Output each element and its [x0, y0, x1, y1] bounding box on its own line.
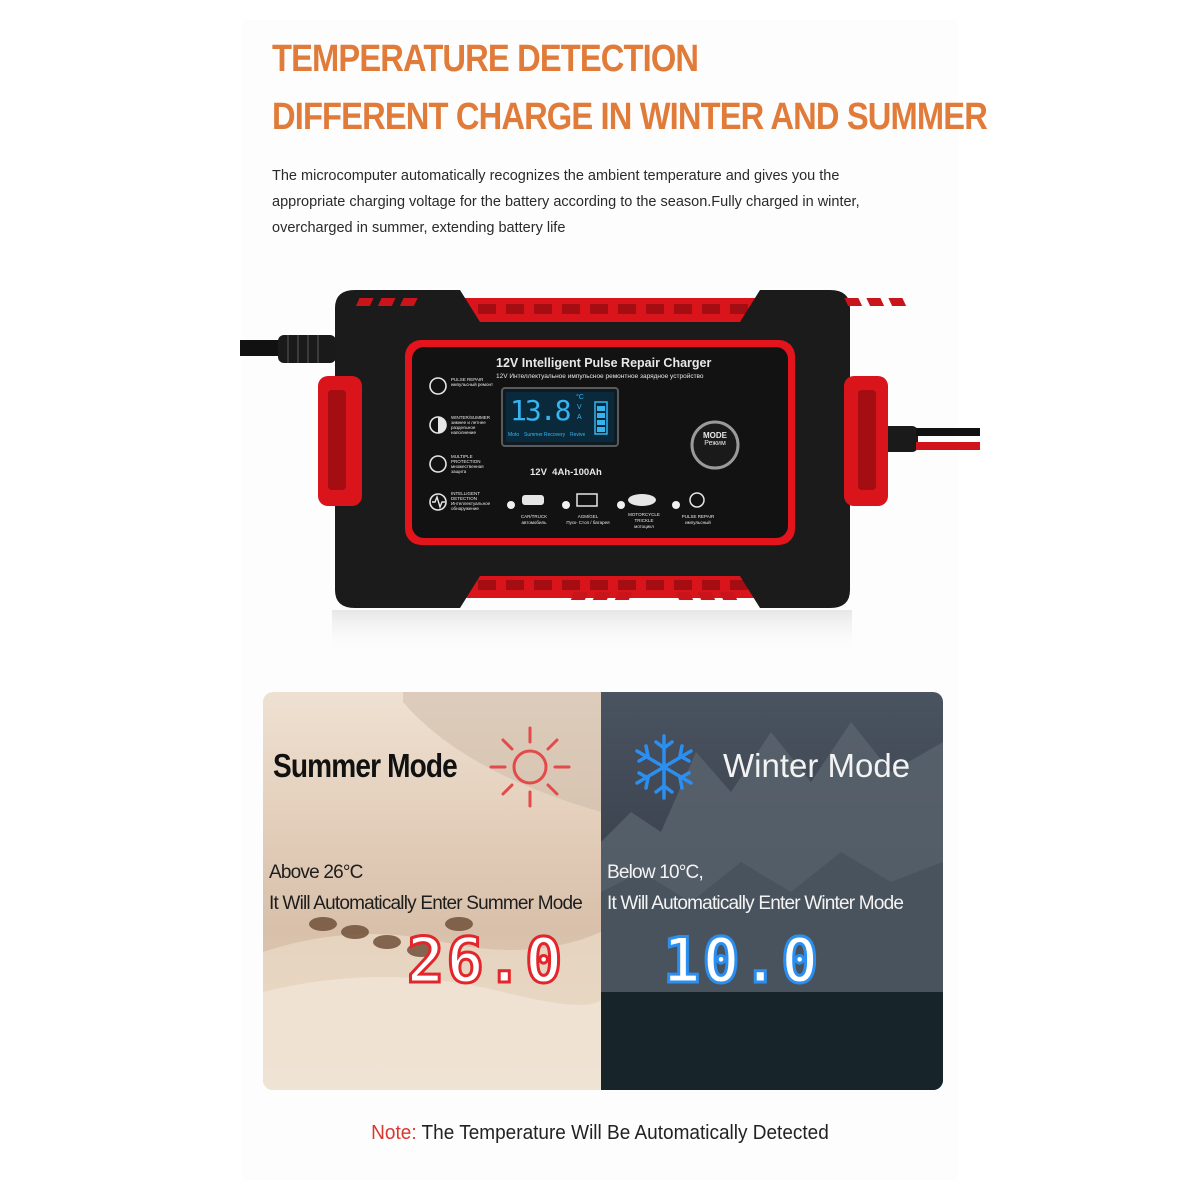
lcd-unit-celsius: °C	[576, 394, 584, 401]
pulse-icon	[429, 493, 447, 511]
feature-label-ru: зимнее и летнее раздельное наполнение	[451, 420, 486, 435]
headline-temperature-detection: TEMPERATURE DETECTION	[272, 38, 699, 80]
mode-label-ru: импульсный	[685, 520, 711, 525]
iceberg-background	[601, 722, 943, 1090]
camel-caravan	[309, 917, 473, 957]
note-message: The Temperature Will Be Automatically De…	[416, 1122, 829, 1144]
bottom-mode-motorcycle: MOTORCYCLE TRICKLE мотоцикл	[622, 512, 666, 530]
battery-icon	[576, 493, 598, 507]
lcd-mode-recovery: Recovery	[544, 432, 566, 438]
charger-product-image: 12V Intelligent Pulse Repair Charger 12V…	[240, 280, 980, 660]
winter-temperature: 10.0	[661, 923, 821, 999]
mode-label: MOTORCYCLE TRICKLE	[628, 512, 660, 523]
feature-label: MULTIPLE PROTECTION	[451, 454, 481, 464]
snowflake-icon	[635, 734, 693, 800]
season-modes-panel: Summer Mode Above 26°C It Will Automatic…	[263, 692, 943, 1090]
charger-spec: 12V 4Ah-100Ah	[530, 467, 602, 478]
shield-plus-icon	[429, 377, 447, 395]
headline-different-charge: DIFFERENT CHARGE IN WINTER AND SUMMER	[272, 96, 988, 138]
lcd-unit-amp: A	[577, 414, 582, 421]
feature-label: WINTER/SUMMER	[451, 415, 490, 420]
bottom-mode-agm-gel: AGM/GEL Пуск- Стоп / батарея	[560, 514, 616, 526]
shield-lock-icon	[429, 455, 447, 473]
mode-label-ru: мотоцикл	[634, 524, 654, 529]
description-text: The microcomputer automatically recogniz…	[272, 167, 860, 236]
mode-label: AGM/GEL	[577, 514, 599, 519]
winter-description: It Will Automatically Enter Winter Mode	[607, 893, 904, 914]
feature-intelligent-detection: INTELLIGENT DETECTION Интеллектуальное о…	[451, 491, 495, 511]
summer-temperature: 26.0	[405, 923, 565, 999]
motorcycle-icon	[628, 494, 656, 506]
lcd-display-value: 13.8	[510, 394, 571, 427]
bottom-mode-car-truck: CAR/TRUCK автомобиль	[512, 514, 556, 526]
mode-label-ru: автомобиль	[521, 520, 547, 525]
car-icon	[522, 495, 544, 505]
lcd-mode-revive: Revive	[570, 432, 586, 438]
mode-button[interactable]: MODE Режим	[693, 431, 737, 447]
summer-mode-title: Summer Mode	[273, 747, 458, 784]
charger-illustration	[240, 290, 980, 655]
winter-condition: Below 10°C,	[607, 862, 704, 883]
winter-mode-panel: Winter Mode Below 10°C, It Will Automati…	[601, 692, 943, 1090]
feature-label-ru: Интеллектуальное обнаружение	[451, 501, 491, 511]
note-label: Note:	[371, 1122, 417, 1144]
mode-button-label-ru: Режим	[704, 440, 726, 447]
feature-label: PULSE REPAIR	[451, 377, 484, 382]
left-cable	[240, 335, 336, 363]
mode-label: CAR/TRUCK	[520, 514, 548, 519]
right-cable	[876, 426, 980, 452]
mode-label-ru: Пуск- Стоп / батарея	[566, 520, 610, 525]
summer-condition: Above 26°C	[269, 862, 363, 883]
feature-label-ru: импульсный ремонт	[451, 382, 494, 387]
charger-subtitle: 12V Интеллектуальное импульсное ремонтно…	[496, 373, 704, 380]
feature-multiple-protection: MULTIPLE PROTECTION множественная защита	[451, 454, 495, 474]
note-text: Note: The Temperature Will Be Automatica…	[30, 1122, 1170, 1145]
desert-background	[263, 692, 601, 1090]
feature-pulse-repair: PULSE REPAIR импульсный ремонт	[451, 377, 493, 387]
bottom-mode-pulse-repair: PULSE REPAIR импульсный	[676, 514, 720, 526]
mode-button-label: MODE	[703, 431, 727, 440]
lcd-unit-volt: V	[577, 404, 582, 411]
charger-title: 12V Intelligent Pulse Repair Charger	[496, 356, 712, 370]
shield-plus-icon	[689, 492, 705, 508]
sun-icon	[489, 726, 571, 808]
feature-label: INTELLIGENT DETECTION	[451, 491, 480, 501]
feature-label-ru: множественная защита	[451, 464, 484, 474]
summer-description: It Will Automatically Enter Summer Mode	[269, 893, 583, 914]
lcd-mode-summer: Summer	[524, 432, 543, 438]
feature-winter-summer: WINTER/SUMMER зимнее и летнее раздельное…	[451, 415, 495, 435]
winter-mode-title: Winter Mode	[723, 747, 911, 784]
summer-mode-panel: Summer Mode Above 26°C It Will Automatic…	[263, 692, 601, 1090]
lcd-mode-moto: Moto	[508, 432, 520, 438]
mode-label: PULSE REPAIR	[681, 514, 715, 519]
